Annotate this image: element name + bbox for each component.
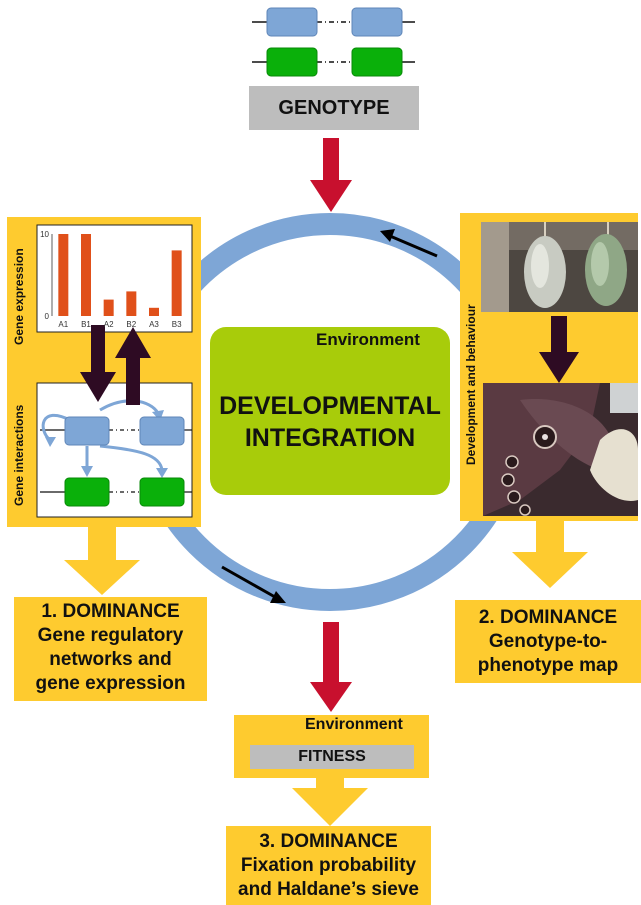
development-down-arrow-icon bbox=[539, 316, 579, 383]
title-line-1: DEVELOPMENTAL bbox=[219, 392, 441, 420]
genotype-genes bbox=[252, 7, 415, 77]
dominance1-title: 1. DOMINANCE bbox=[41, 601, 180, 622]
x-tick-label: A2 bbox=[104, 320, 114, 329]
developmental-integration-title: DEVELOPMENTAL INTEGRATION bbox=[210, 390, 450, 454]
dominance1-line4: gene expression bbox=[35, 673, 186, 694]
genotype-label: GENOTYPE bbox=[278, 96, 390, 119]
integration-down-arrow-icon bbox=[310, 622, 352, 712]
chart-bar bbox=[103, 299, 114, 316]
dominance3-title: 3. DOMINANCE bbox=[259, 831, 398, 852]
dominance2-box bbox=[455, 600, 641, 683]
chart-bar bbox=[149, 307, 159, 316]
left-yellow-arrow-icon bbox=[64, 527, 140, 595]
chart-bar bbox=[171, 250, 182, 316]
dominance3-line3: and Haldane’s sieve bbox=[238, 879, 419, 900]
title-line-2: INTEGRATION bbox=[244, 424, 416, 452]
gene-green-b bbox=[351, 47, 403, 77]
environment-box bbox=[210, 327, 450, 495]
dominance1-box bbox=[14, 597, 207, 701]
chart-bar bbox=[81, 234, 91, 316]
x-tick-label: A1 bbox=[58, 320, 68, 329]
dominance1-line2: Gene regulatory bbox=[37, 625, 184, 646]
gene-blue-a bbox=[266, 7, 318, 37]
x-tick-label: B3 bbox=[172, 320, 182, 329]
ring-arrow-top-icon bbox=[380, 229, 438, 258]
genotype-down-arrow-icon bbox=[310, 138, 352, 212]
dominance2-text: 2. DOMINANCE Genotype-to- phenotype map bbox=[455, 606, 641, 678]
butterfly-photo bbox=[483, 383, 638, 516]
x-tick-label: A3 bbox=[149, 320, 159, 329]
fitness-yellow-arrow-icon bbox=[292, 778, 368, 826]
genotype-box: GENOTYPE bbox=[249, 86, 419, 130]
ring-arrow-bottom-icon bbox=[221, 565, 286, 603]
dominance1-line3: networks and bbox=[49, 649, 172, 670]
dominance3-text: 3. DOMINANCE Fixation probability and Ha… bbox=[226, 830, 431, 902]
dominance2-title: 2. DOMINANCE bbox=[478, 607, 618, 628]
dominance2-line2: Genotype-to- bbox=[488, 631, 608, 652]
fitness-label: FITNESS bbox=[298, 748, 366, 765]
chart-bar bbox=[58, 234, 69, 316]
right-yellow-arrow-icon bbox=[512, 521, 588, 588]
gene-interactions-label: Gene interactions bbox=[12, 404, 26, 506]
y-tick-label: 0 bbox=[45, 312, 50, 321]
chrysalis-photo bbox=[481, 222, 638, 312]
dominance3-box bbox=[226, 826, 431, 905]
dominance2-line3: phenotype map bbox=[477, 655, 619, 676]
y-tick-label: 10 bbox=[40, 230, 49, 239]
dominance1-text: 1. DOMINANCE Gene regulatory networks an… bbox=[14, 600, 207, 696]
dominance3-line2: Fixation probability bbox=[240, 855, 417, 876]
gene-green-a bbox=[266, 47, 318, 77]
x-tick-label: B2 bbox=[126, 320, 136, 329]
development-behaviour-label: Development and behaviour bbox=[464, 304, 478, 465]
fitness-box: FITNESS bbox=[250, 745, 414, 769]
x-tick-label: B1 bbox=[81, 320, 91, 329]
gene-blue-b bbox=[351, 7, 403, 37]
gene-network bbox=[40, 399, 192, 507]
gene-expression-label: Gene expression bbox=[12, 248, 26, 345]
expression-down-arrow-icon bbox=[80, 325, 116, 402]
chart-bar bbox=[126, 291, 137, 316]
fitness-environment-label: Environment bbox=[305, 716, 403, 733]
expression-up-arrow-icon bbox=[115, 327, 151, 405]
environment-label: Environment bbox=[316, 330, 420, 349]
